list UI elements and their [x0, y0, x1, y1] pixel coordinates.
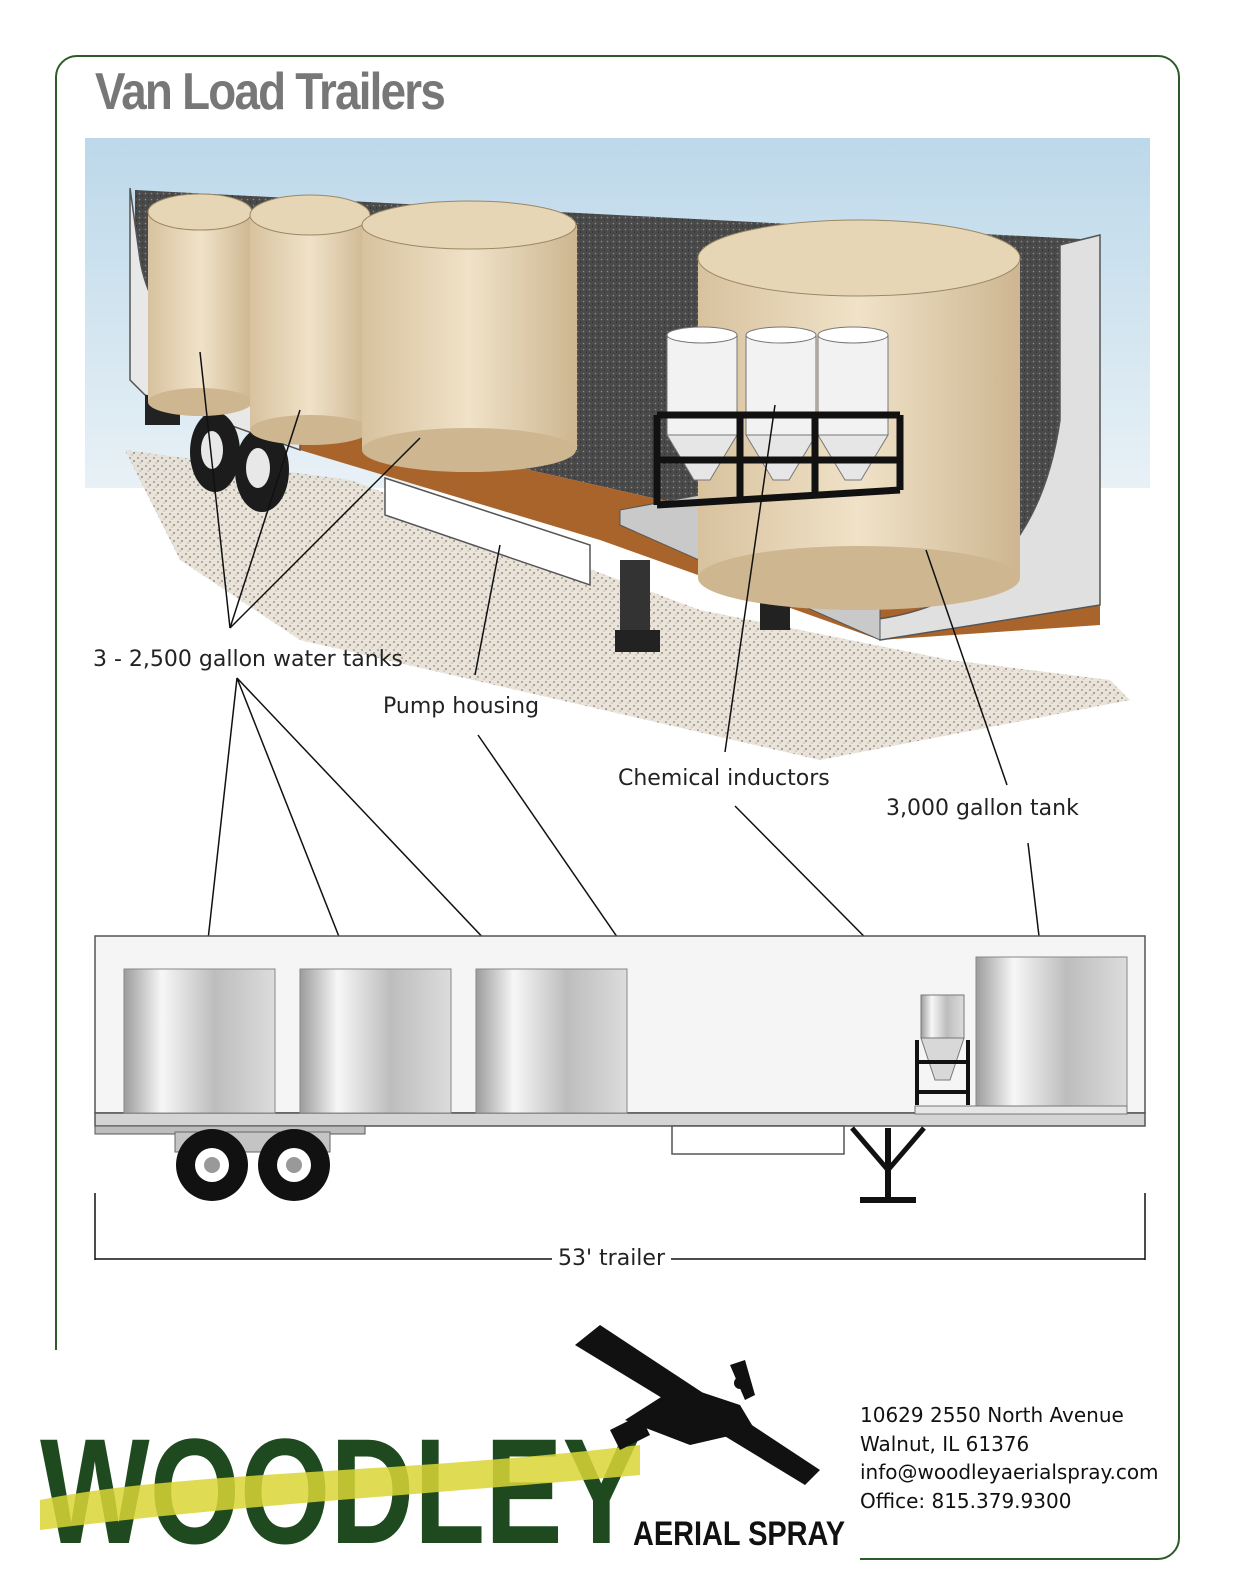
address-city: Walnut, IL 61376: [860, 1431, 1030, 1456]
label-water-tanks: 3 - 2,500 gallon water tanks: [93, 647, 403, 672]
water-tank-side-1: [123, 968, 276, 1114]
water-tank-3d-3: [361, 200, 577, 472]
woodley-logo: WOODLEY: [40, 1325, 820, 1565]
contact-block: 10629 2550 North Avenue Walnut, IL 61376…: [860, 1401, 1159, 1515]
water-tank-3d-2: [249, 194, 371, 445]
label-trailer-length: 53' trailer: [552, 1246, 671, 1271]
landing-gear-side: [850, 1126, 926, 1203]
rear-wheels-side: [174, 1129, 331, 1201]
pump-housing-side: [671, 1125, 845, 1155]
label-pump-housing: Pump housing: [383, 694, 540, 719]
water-tank-side-2: [299, 968, 452, 1114]
page-title: Van Load Trailers: [95, 63, 446, 121]
address-street: 10629 2550 North Avenue: [860, 1403, 1124, 1427]
pump-housing-3d: [384, 476, 591, 587]
inductor-side: [914, 994, 1128, 1115]
logo-subtitle: AERIAL SPRAY: [633, 1515, 845, 1553]
label-chemical-inductors: Chemical inductors: [618, 766, 830, 791]
rear-wheels-3d: [145, 395, 289, 512]
contact-phone[interactable]: Office: 815.379.9300: [860, 1488, 1072, 1513]
airplane-icon: [575, 1325, 820, 1485]
water-tank-3d-1: [147, 193, 253, 416]
label-large-tank: 3,000 gallon tank: [886, 796, 1079, 821]
chemical-inductors-3d: [653, 326, 904, 509]
water-tank-side-3: [475, 968, 628, 1114]
landing-gear-3d: [620, 560, 650, 640]
contact-email[interactable]: info@woodleyaerialspray.com: [860, 1460, 1159, 1484]
large-tank-side: [975, 956, 1128, 1110]
callout-lines-upper: [199, 351, 1008, 786]
